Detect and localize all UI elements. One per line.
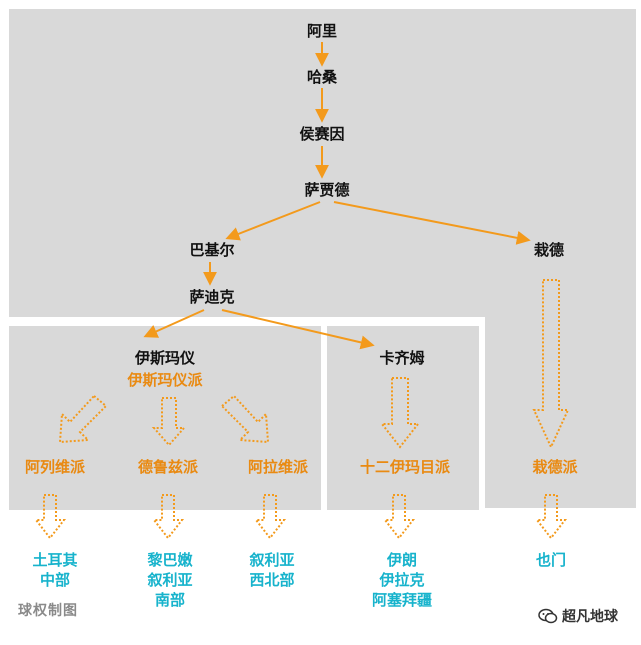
- watermark-right: 超凡地球: [538, 606, 618, 626]
- person-kazim: 卡齐姆: [379, 349, 425, 367]
- region-line: 中部: [39, 571, 71, 589]
- watermark-left: 球权制图: [18, 603, 78, 619]
- person-ali: 阿里: [306, 22, 338, 40]
- person-sadiq: 萨迪克: [189, 288, 235, 306]
- panel-zaydi: [485, 209, 636, 508]
- region-line: 伊拉克: [379, 571, 425, 589]
- region-turkey: 土耳其 中部: [32, 550, 77, 590]
- arrow-sajjad-baqir: [225, 201, 321, 241]
- panel-ismaili: [9, 326, 321, 510]
- dotted-arrow-ismail-alawi2: [220, 394, 270, 444]
- arrow-sadiq-kazim: [221, 309, 375, 350]
- dotted-arrow-zaydi-region: [534, 494, 568, 540]
- person-sajjad: 萨贾德: [304, 181, 350, 199]
- arrow-sajjad-zayd: [333, 201, 531, 245]
- dotted-arrow-kazim-sect: [379, 377, 421, 449]
- sect-zaydi: 栽德派: [532, 458, 578, 476]
- dotted-arrow-ismail-alawite: [58, 394, 108, 444]
- region-yemen: 也门: [536, 550, 566, 570]
- person-baqir: 巴基尔: [189, 241, 235, 259]
- dotted-arrow-alawite-region: [33, 494, 67, 540]
- sect-alawi2: 阿拉维派: [247, 458, 309, 476]
- region-syria: 叙利亚 西北部: [249, 550, 294, 590]
- region-iran: 伊朗 伊拉克 阿塞拜疆: [372, 550, 432, 610]
- sect-alawite: 阿列维派: [24, 458, 86, 476]
- dotted-arrow-twelver-region: [382, 494, 416, 540]
- wechat-icon: [538, 608, 558, 624]
- watermark-right-text: 超凡地球: [562, 609, 618, 625]
- region-lebanon: 黎巴嫩 叙利亚 南部: [147, 550, 192, 610]
- person-hasan: 哈桑: [306, 68, 338, 86]
- sect-twelver: 十二伊玛目派: [359, 458, 451, 476]
- dotted-arrow-ismail-druze: [151, 397, 187, 447]
- region-line: 叙利亚: [249, 551, 295, 569]
- region-line: 土耳其: [32, 551, 78, 569]
- dotted-arrow-alawi2-region: [253, 494, 287, 540]
- region-line: 西北部: [249, 571, 295, 589]
- dotted-arrow-druze-region: [151, 494, 185, 540]
- dotted-arrow-zayd-sect: [532, 279, 570, 450]
- person-husayn: 侯赛因: [299, 125, 345, 143]
- region-line: 黎巴嫩: [147, 551, 193, 569]
- sect-ismaili: 伊斯玛仪派: [127, 371, 203, 389]
- region-line: 伊朗: [386, 551, 418, 569]
- arrow-sadiq-ismail: [143, 309, 205, 338]
- region-line: 叙利亚: [147, 571, 193, 589]
- person-zayd: 栽德: [533, 241, 565, 259]
- sect-druze: 德鲁兹派: [137, 458, 199, 476]
- region-line: 也门: [535, 551, 567, 569]
- person-ismail: 伊斯玛仪: [134, 349, 196, 367]
- region-line: 阿塞拜疆: [371, 591, 433, 609]
- panel-twelver: [327, 326, 479, 510]
- region-line: 南部: [154, 591, 186, 609]
